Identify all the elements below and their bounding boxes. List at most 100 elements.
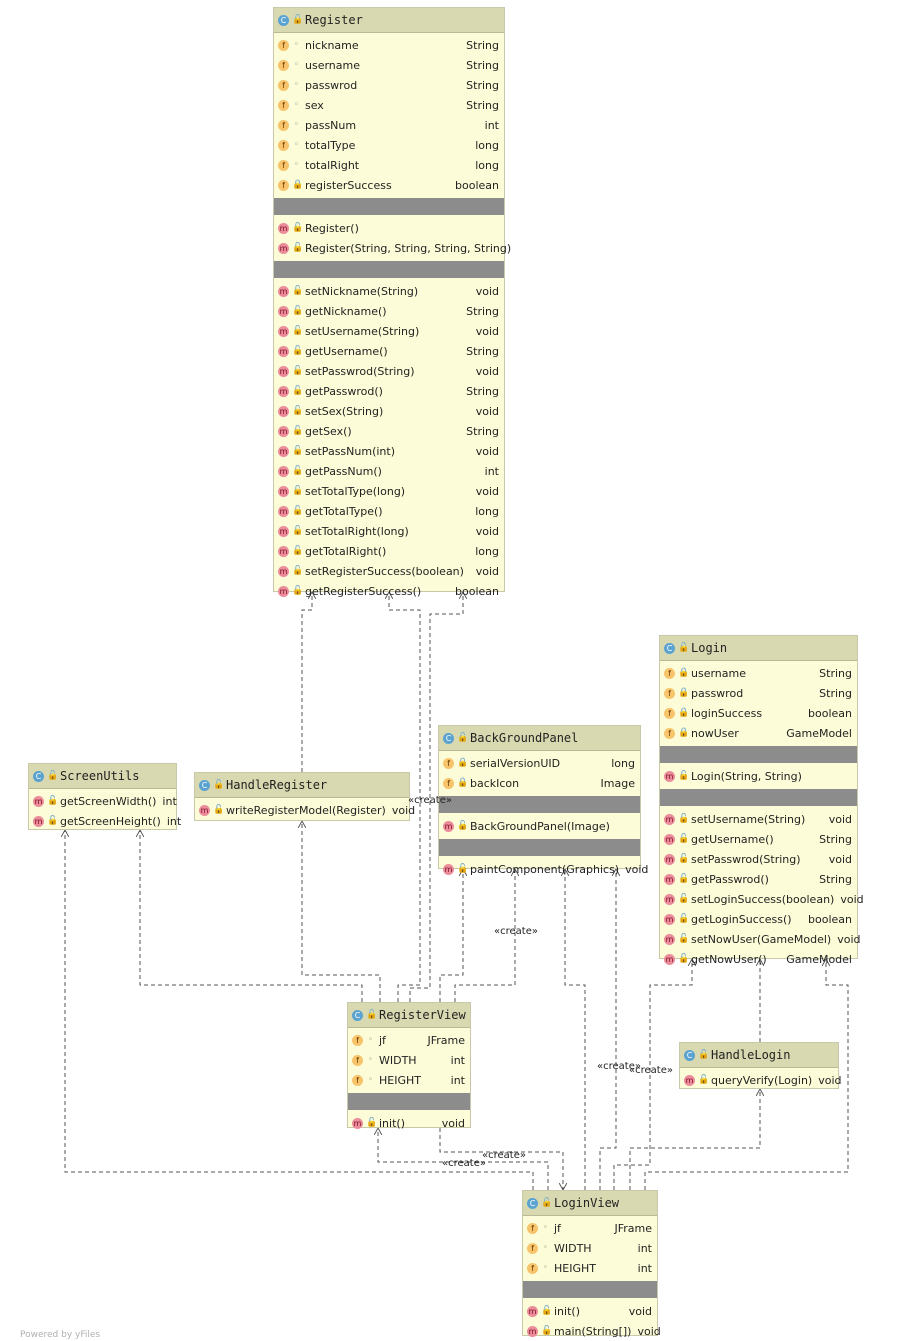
method-type: String: [819, 832, 852, 846]
field-type: int: [450, 1053, 465, 1067]
method-row[interactable]: m🔓init()void: [348, 1113, 470, 1133]
method-icon: m: [278, 242, 289, 254]
method-row[interactable]: m🔓getPasswrod()String: [274, 381, 504, 401]
create-label: «create»: [442, 1158, 486, 1169]
method-type: void: [637, 1324, 661, 1338]
method-name: setUsername(String): [691, 812, 806, 826]
constructor-row[interactable]: m🔓Register(): [274, 218, 504, 238]
circle-outline-icon: ◦: [367, 1055, 374, 1065]
open-lock-icon: 🔓: [213, 805, 225, 815]
method-row[interactable]: m🔓main(String[])void: [523, 1321, 661, 1341]
method-row[interactable]: m🔓getPassNum()int: [274, 461, 504, 481]
open-lock-icon: 🔓: [292, 466, 304, 476]
static-method-icon: m: [527, 1325, 538, 1337]
field-type: String: [466, 98, 499, 112]
method-row[interactable]: m🔓getTotalRight()long: [274, 541, 504, 561]
section-divider: [660, 789, 857, 806]
method-row[interactable]: m🔓setTotalRight(long)void: [274, 521, 504, 541]
edge-registerview-register-1: [389, 592, 421, 1002]
method-row[interactable]: m🔓setNickname(String)void: [274, 281, 504, 301]
method-row[interactable]: m🔓getNickname()String: [274, 301, 504, 321]
method-icon: m: [278, 485, 289, 497]
constructor-row[interactable]: m🔓Register(String, String, String, Strin…: [274, 238, 511, 258]
class-header: C 🔓 LoginView: [523, 1191, 657, 1216]
method-icon: m: [664, 913, 675, 925]
class-handle-register[interactable]: C 🔓 HandleRegister m🔓writeRegisterModel(…: [194, 772, 415, 821]
field-type: GameModel: [786, 726, 852, 740]
method-row[interactable]: m🔓init()void: [523, 1301, 657, 1321]
method-type: String: [466, 424, 499, 438]
method-row[interactable]: m🔓setRegisterSuccess(boolean)void: [274, 561, 504, 581]
method-row[interactable]: m🔓getUsername()String: [660, 829, 857, 849]
method-row[interactable]: m🔓setSex(String)void: [274, 401, 504, 421]
field-name: totalRight: [305, 158, 360, 172]
class-name: HandleRegister: [226, 778, 328, 792]
method-row[interactable]: m🔓getUsername()String: [274, 341, 504, 361]
method-row[interactable]: m🔓setPassNum(int)void: [274, 441, 504, 461]
method-icon: m: [278, 325, 289, 337]
class-screen-utils[interactable]: C 🔓 ScreenUtils m🔓getScreenWidth()int m🔓…: [28, 763, 181, 831]
section-divider: [439, 839, 640, 856]
open-lock-icon: 🔓: [47, 771, 59, 781]
method-row[interactable]: m🔓getNowUser()GameModel: [660, 949, 857, 969]
method-list: m🔓init()void m🔓main(String[])void: [523, 1301, 661, 1341]
method-name: paintComponent(Graphics): [470, 862, 620, 876]
method-row[interactable]: m🔓writeRegisterModel(Register)void: [195, 800, 415, 820]
edge-registerview-backgroundpanel-2: [454, 869, 515, 1002]
method-row[interactable]: m🔓paintComponent(Graphics)void: [439, 859, 648, 879]
method-name: getTotalRight(): [305, 544, 387, 558]
open-lock-icon: 🔓: [47, 816, 59, 826]
method-row[interactable]: m🔓getSex()String: [274, 421, 504, 441]
method-row[interactable]: m🔓getPasswrod()String: [660, 869, 857, 889]
field-name: username: [305, 58, 360, 72]
method-row[interactable]: m🔓setPasswrod(String)void: [274, 361, 504, 381]
class-handle-login[interactable]: C 🔓 HandleLogin m🔓queryVerify(Login)void: [679, 1042, 842, 1090]
method-row[interactable]: m🔓setLoginSuccess(boolean)void: [660, 889, 864, 909]
method-row[interactable]: m🔓setUsername(String)void: [274, 321, 504, 341]
method-row[interactable]: m🔓getTotalType()long: [274, 501, 504, 521]
method-row[interactable]: m🔓getScreenWidth()int: [29, 791, 177, 811]
method-row[interactable]: m🔓getScreenHeight()int: [29, 811, 181, 831]
method-icon: m: [278, 465, 289, 477]
class-name: HandleLogin: [711, 1048, 791, 1062]
method-row[interactable]: m🔓queryVerify(Login)void: [680, 1070, 842, 1090]
method-row[interactable]: m🔓setUsername(String)void: [660, 809, 857, 829]
method-row[interactable]: m🔓setTotalType(long)void: [274, 481, 504, 501]
constructor-row[interactable]: m🔓Login(String, String): [660, 766, 857, 786]
field-name: backIcon: [470, 776, 520, 790]
field-name: loginSuccess: [691, 706, 763, 720]
method-row[interactable]: m🔓getRegisterSuccess()boolean: [274, 581, 504, 601]
method-row[interactable]: m🔓setNowUser(GameModel)void: [660, 929, 860, 949]
method-row[interactable]: m🔓getLoginSuccess()boolean: [660, 909, 857, 929]
open-lock-icon: 🔓: [292, 446, 304, 456]
method-row[interactable]: m🔓setPasswrod(String)void: [660, 849, 857, 869]
constructor-row[interactable]: m🔓BackGroundPanel(Image): [439, 816, 640, 836]
